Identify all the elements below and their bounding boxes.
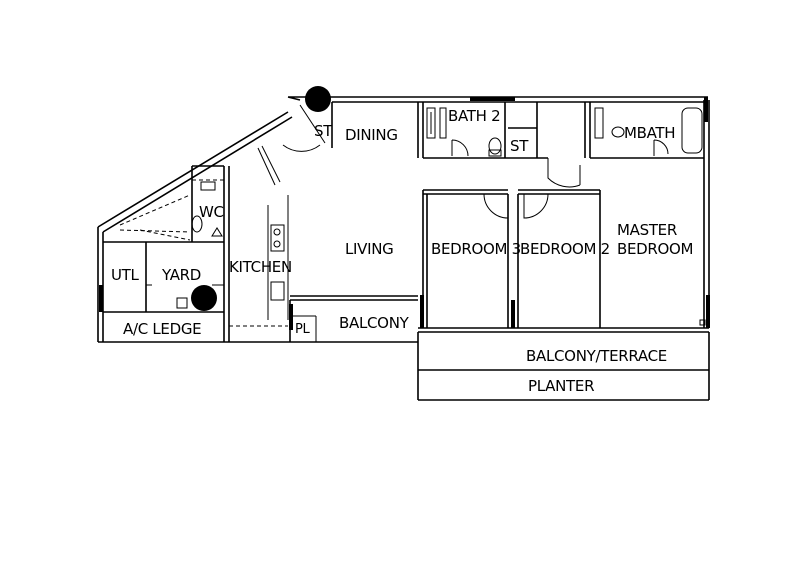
label-master-line2: BEDROOM (617, 240, 693, 258)
outer-walls (97, 96, 710, 343)
bath2-block (417, 97, 548, 159)
mbath-block (584, 97, 708, 159)
label-dining: DINING (345, 126, 398, 144)
label-ac-ledge: A/C LEDGE (123, 320, 201, 338)
label-yard: YARD (161, 266, 201, 284)
living-balcony (289, 295, 418, 342)
label-st-bath: ST (510, 137, 529, 155)
corridor-doors (547, 158, 581, 188)
label-st-top: ST (314, 122, 333, 140)
label-living: LIVING (345, 240, 394, 258)
column-dot-yard (191, 285, 217, 311)
label-planter: PLANTER (528, 377, 594, 395)
label-utl: UTL (111, 266, 140, 284)
label-master-line1: MASTER (617, 221, 677, 239)
label-wc: WC (199, 203, 224, 221)
label-pl: PL (295, 322, 311, 337)
label-balcony: BALCONY (339, 314, 410, 332)
label-bedroom2: BEDROOM 2 (520, 240, 610, 258)
label-bath2: BATH 2 (448, 107, 500, 125)
kitchen-block (223, 104, 326, 342)
label-bedroom3: BEDROOM 3 (431, 240, 521, 258)
bedrooms (420, 189, 710, 328)
label-mbath: MBATH (624, 124, 675, 142)
label-balcony-terrace: BALCONY/TERRACE (526, 347, 667, 365)
column-dot-top (305, 86, 331, 112)
service-block (99, 165, 224, 313)
terrace-block (417, 327, 710, 401)
label-kitchen: KITCHEN (229, 258, 292, 276)
